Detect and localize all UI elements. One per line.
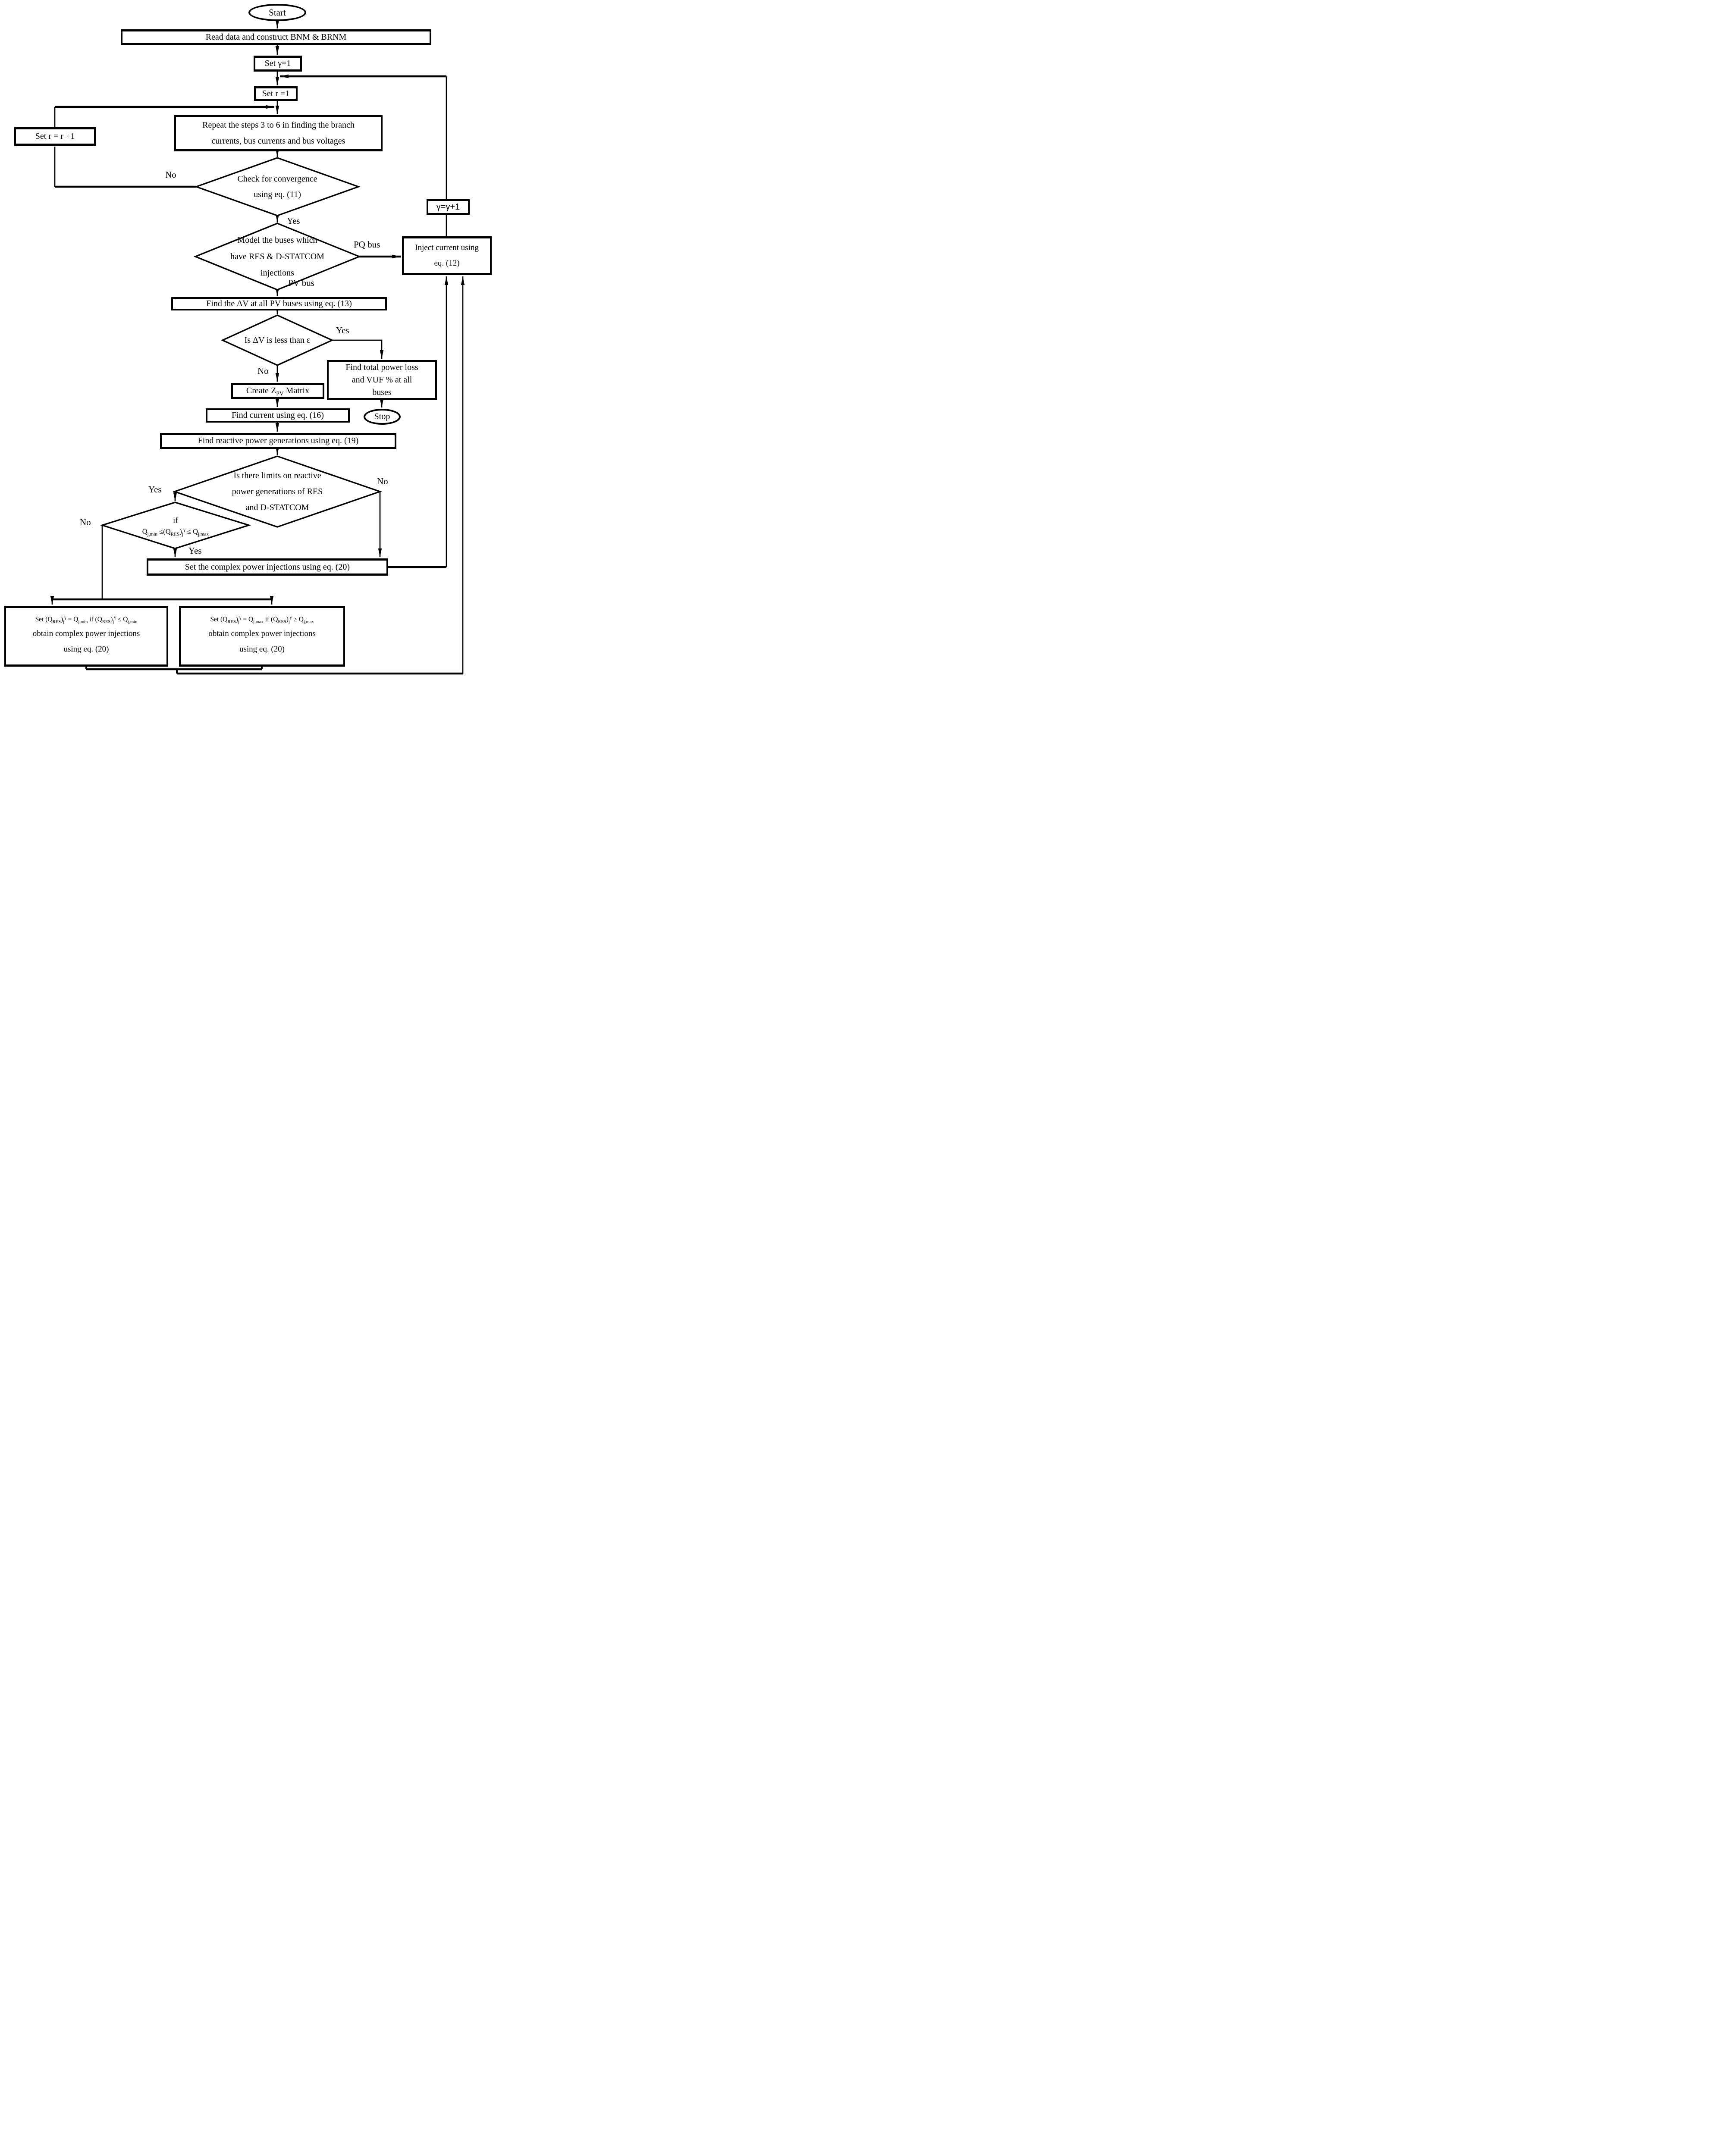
q-range-formula: Qj,min ≤(QRES)jγ ≤ Qj,max [142, 527, 209, 537]
set-gamma-process: Set γ=1 [254, 56, 302, 72]
label-pq-bus: PQ bus [354, 239, 380, 250]
set-qmin-text: obtain complex power injections using eq… [32, 629, 140, 654]
set-r-process: Set r =1 [254, 86, 298, 101]
find-reactive-label: Find reactive power generations using eq… [198, 436, 359, 445]
find-current-label: Find current using eq. (16) [232, 411, 324, 420]
start-terminal: Start [248, 4, 306, 21]
edge-dv-yes [332, 339, 384, 359]
label-dv-no: No [257, 366, 269, 376]
power-loss-label: Find total power loss and VUF % at all b… [345, 363, 418, 397]
decision-shapes [100, 157, 383, 549]
label-limits-yes: Yes [148, 484, 162, 495]
label-convergence-no: No [165, 169, 176, 180]
set-qmax-formula: Set (QRES)jγ = Qj,max if (QRES)jγ ≥ Qj,m… [210, 615, 314, 624]
inject-current-process: Inject current using eq. (12) [402, 236, 492, 275]
set-r-increment-label: Set r = r +1 [35, 132, 75, 141]
delta-v-decision: Is ΔV is less than ε [229, 332, 326, 348]
set-complex-power-label: Set the complex power injections using e… [185, 562, 350, 572]
label-pv-bus: PV bus [288, 278, 314, 288]
find-delta-v-label: Find the ΔV at all PV buses using eq. (1… [206, 299, 352, 308]
start-label: Start [269, 7, 286, 18]
label-convergence-yes: Yes [287, 216, 300, 226]
repeat-steps-label: Repeat the steps 3 to 6 in finding the b… [202, 120, 355, 146]
set-r-label: Set r =1 [262, 88, 290, 98]
model-buses-diamond-shape [193, 222, 361, 291]
flowchart-canvas: Start Read data and construct BNM & BRNM… [0, 0, 494, 676]
inject-current-label: Inject current using eq. (12) [415, 243, 479, 268]
find-current-process: Find current using eq. (16) [206, 408, 350, 423]
limits-diamond-shape [172, 455, 383, 528]
delta-v-decision-label: Is ΔV is less than ε [244, 335, 311, 345]
find-reactive-process: Find reactive power generations using eq… [160, 433, 396, 449]
convergence-decision: Check for convergence using eq. (11) [213, 166, 342, 207]
limits-decision: Is there limits on reactive power genera… [205, 467, 350, 517]
set-qmax-process: Set (QRES)jγ = Qj,max if (QRES)jγ ≥ Qj,m… [179, 606, 345, 667]
gamma-increment-process: γ=γ+1 [427, 199, 470, 215]
limits-decision-label: Is there limits on reactive power genera… [232, 470, 323, 512]
q-range-decision: if Qj,min ≤(QRES)jγ ≤ Qj,max [117, 508, 234, 543]
set-gamma-label: Set γ=1 [264, 59, 291, 68]
set-r-increment-process: Set r = r +1 [14, 127, 96, 146]
label-dv-yes: Yes [336, 325, 349, 335]
label-limits-no: No [377, 476, 388, 486]
model-buses-decision: Model the buses which have RES & D-STATC… [215, 230, 340, 283]
stop-label: Stop [374, 412, 390, 421]
delta-v-diamond-shape [221, 314, 334, 366]
read-data-process: Read data and construct BNM & BRNM [121, 29, 431, 45]
label-range-no: No [80, 517, 91, 527]
model-buses-label: Model the buses which have RES & D-STATC… [230, 235, 324, 278]
flowchart-connectors [50, 20, 465, 675]
read-data-label: Read data and construct BNM & BRNM [205, 32, 347, 42]
find-delta-v-process: Find the ΔV at all PV buses using eq. (1… [171, 297, 387, 310]
q-range-if-label: if [173, 515, 179, 525]
stop-terminal: Stop [364, 409, 401, 425]
repeat-steps-process: Repeat the steps 3 to 6 in finding the b… [174, 115, 383, 151]
gamma-increment-label: γ=γ+1 [436, 202, 460, 212]
convergence-decision-label: Check for convergence using eq. (11) [237, 174, 317, 199]
set-qmax-text: obtain complex power injections using eq… [208, 629, 316, 654]
set-qmin-process: Set (QRES)jγ = Qj,min if (QRES)jγ ≤ Qj,m… [4, 606, 168, 667]
set-complex-power-process: Set the complex power injections using e… [147, 558, 388, 576]
convergence-diamond-shape [194, 157, 361, 216]
q-range-diamond-shape [100, 501, 251, 549]
edges [50, 20, 465, 675]
create-zpv-label: Create ZPV Matrix [246, 386, 310, 397]
create-zpv-process: Create ZPV Matrix [231, 383, 324, 399]
power-loss-process: Find total power loss and VUF % at all b… [327, 360, 437, 400]
label-range-yes: Yes [188, 545, 202, 556]
set-qmin-formula: Set (QRES)jγ = Qj,min if (QRES)jγ ≤ Qj,m… [35, 615, 138, 624]
